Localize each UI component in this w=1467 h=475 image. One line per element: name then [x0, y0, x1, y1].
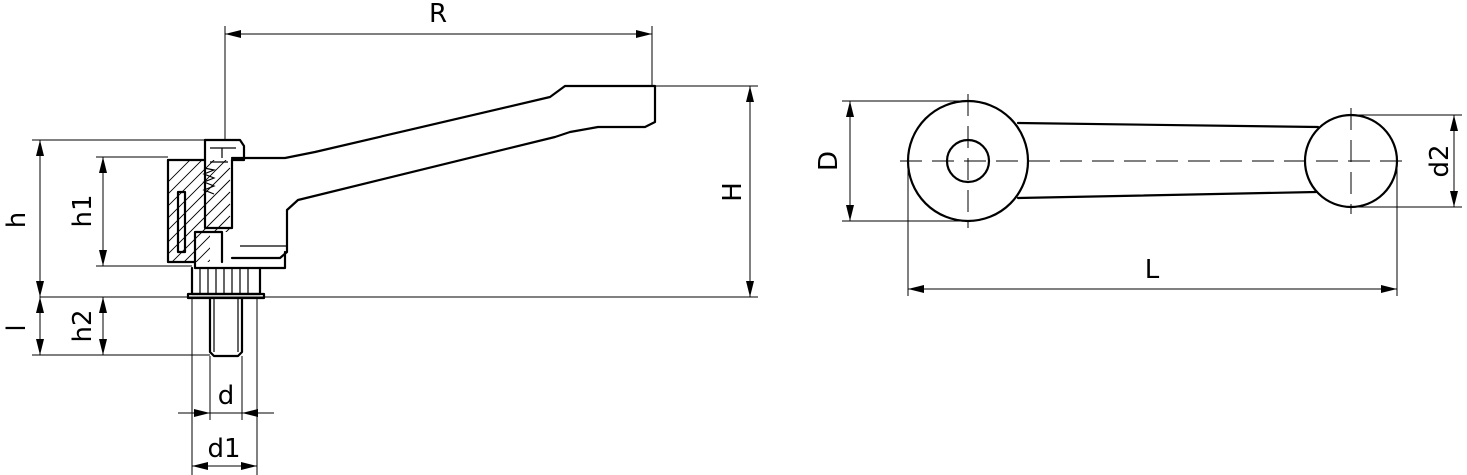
top-view — [900, 94, 1408, 228]
dimension-R: R — [224, 0, 653, 140]
hub-insert — [176, 190, 187, 254]
lever-arm — [230, 84, 657, 260]
dimension-D: D — [814, 100, 968, 222]
dimension-d: d — [178, 356, 274, 420]
dimension-h1: h1 — [68, 156, 192, 267]
threaded-stud — [208, 296, 244, 358]
dimension-d2: d2 — [1351, 114, 1462, 208]
label-d: d — [218, 381, 235, 411]
spring-coils — [202, 167, 217, 195]
hub-cap — [203, 138, 234, 230]
dimension-H: H — [40, 85, 758, 298]
label-h2: h2 — [68, 309, 98, 342]
arm-top-edge — [1016, 121, 1320, 129]
spring-slot — [210, 147, 236, 163]
label-d1: d1 — [207, 434, 240, 464]
dimension-d1: d1 — [191, 298, 258, 475]
arm-bottom-edge — [1016, 190, 1318, 200]
label-H: H — [718, 182, 748, 202]
stud-thread-line — [213, 298, 239, 352]
label-D: D — [814, 151, 844, 171]
label-h: h — [2, 212, 32, 228]
collar — [190, 266, 262, 296]
dimension-l: l — [2, 297, 96, 356]
hub-insert-2 — [193, 230, 224, 264]
hub-body — [166, 158, 287, 270]
dimension-L: L — [907, 161, 1398, 296]
label-h1: h1 — [68, 194, 98, 227]
label-L: L — [1145, 255, 1160, 285]
section-hatching — [168, 160, 231, 262]
dimension-h: h — [2, 139, 205, 297]
dimension-h2: h2 — [68, 297, 210, 356]
side-view — [166, 84, 657, 358]
label-l: l — [2, 324, 32, 331]
collar-serration — [199, 268, 249, 294]
label-R: R — [429, 0, 447, 29]
label-d2: d2 — [1425, 144, 1455, 177]
hub-top — [166, 138, 246, 162]
